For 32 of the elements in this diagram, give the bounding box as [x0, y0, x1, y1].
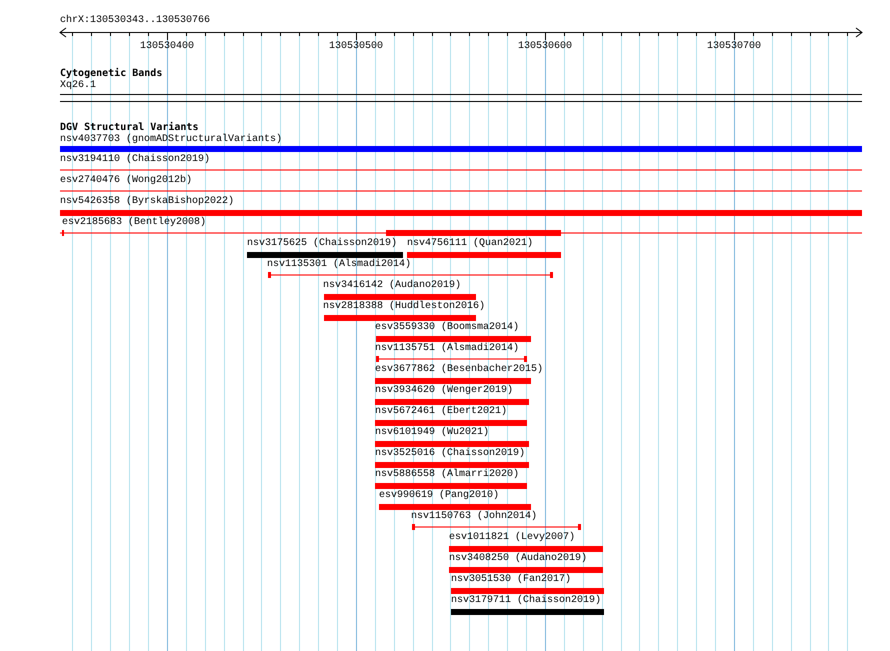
variant-label: nsv3179711 (Chaisson2019) [451, 595, 602, 607]
variant-label: nsv5886558 (Almarri2020) [375, 469, 520, 481]
variant-label: nsv3051530 (Fan2017) [451, 574, 572, 586]
variant-label: nsv5672461 (Ebert2021) [375, 406, 508, 418]
track-heading: DGV Structural Variants [60, 122, 198, 134]
variant-label: nsv3194110 (Chaisson2019) [60, 154, 210, 166]
tick-label: 130530600 [516, 41, 573, 53]
variant-label: nsv3525016 (Chaisson2019) [375, 448, 526, 460]
variant-label: nsv3416142 (Audano2019) [323, 280, 462, 292]
variant-label: nsv4756111 (Quan2021) [407, 238, 534, 250]
track-heading: Cytogenetic Bands [60, 68, 162, 80]
cytoband-label: Xq26.1 [60, 80, 96, 92]
variant-label: nsv3934620 (Wenger2019) [375, 385, 514, 397]
variant-label: nsv6101949 (Wu2021) [375, 427, 490, 439]
tick-label: 130530500 [328, 41, 384, 53]
variant-label: nsv4037703 (gnomADStructuralVariants) [60, 134, 282, 146]
tick-label: 130530700 [706, 41, 762, 53]
variant-label: nsv5426358 (ByrskaBishop2022) [60, 196, 234, 208]
variant-label: esv2185683 (Bentley2008) [62, 217, 206, 229]
variant-label: nsv2818388 (Huddleston2016) [323, 301, 486, 313]
variant-label: nsv3408250 (Audano2019) [449, 553, 588, 565]
tick-label: 130530400 [138, 41, 195, 53]
variant-label: esv3559330 (Boomsma2014) [375, 322, 520, 334]
variant-label: nsv1150763 (John2014) [411, 511, 538, 523]
region-title: chrX:130530343..130530766 [60, 15, 210, 27]
variant-label: esv1011821 (Levy2007) [449, 532, 576, 544]
variant-label: esv990619 (Pang2010) [379, 490, 500, 502]
variant-label: nsv3175625 (Chaisson2019) [247, 238, 398, 250]
variant-label: nsv1135301 (Alsmadi2014) [267, 259, 412, 271]
variant-label: esv2740476 (Wong2012b) [60, 175, 192, 187]
variant-label: esv3677862 (Besenbacher2015) [375, 364, 544, 376]
variant-label: nsv1135751 (Alsmadi2014) [375, 343, 520, 355]
